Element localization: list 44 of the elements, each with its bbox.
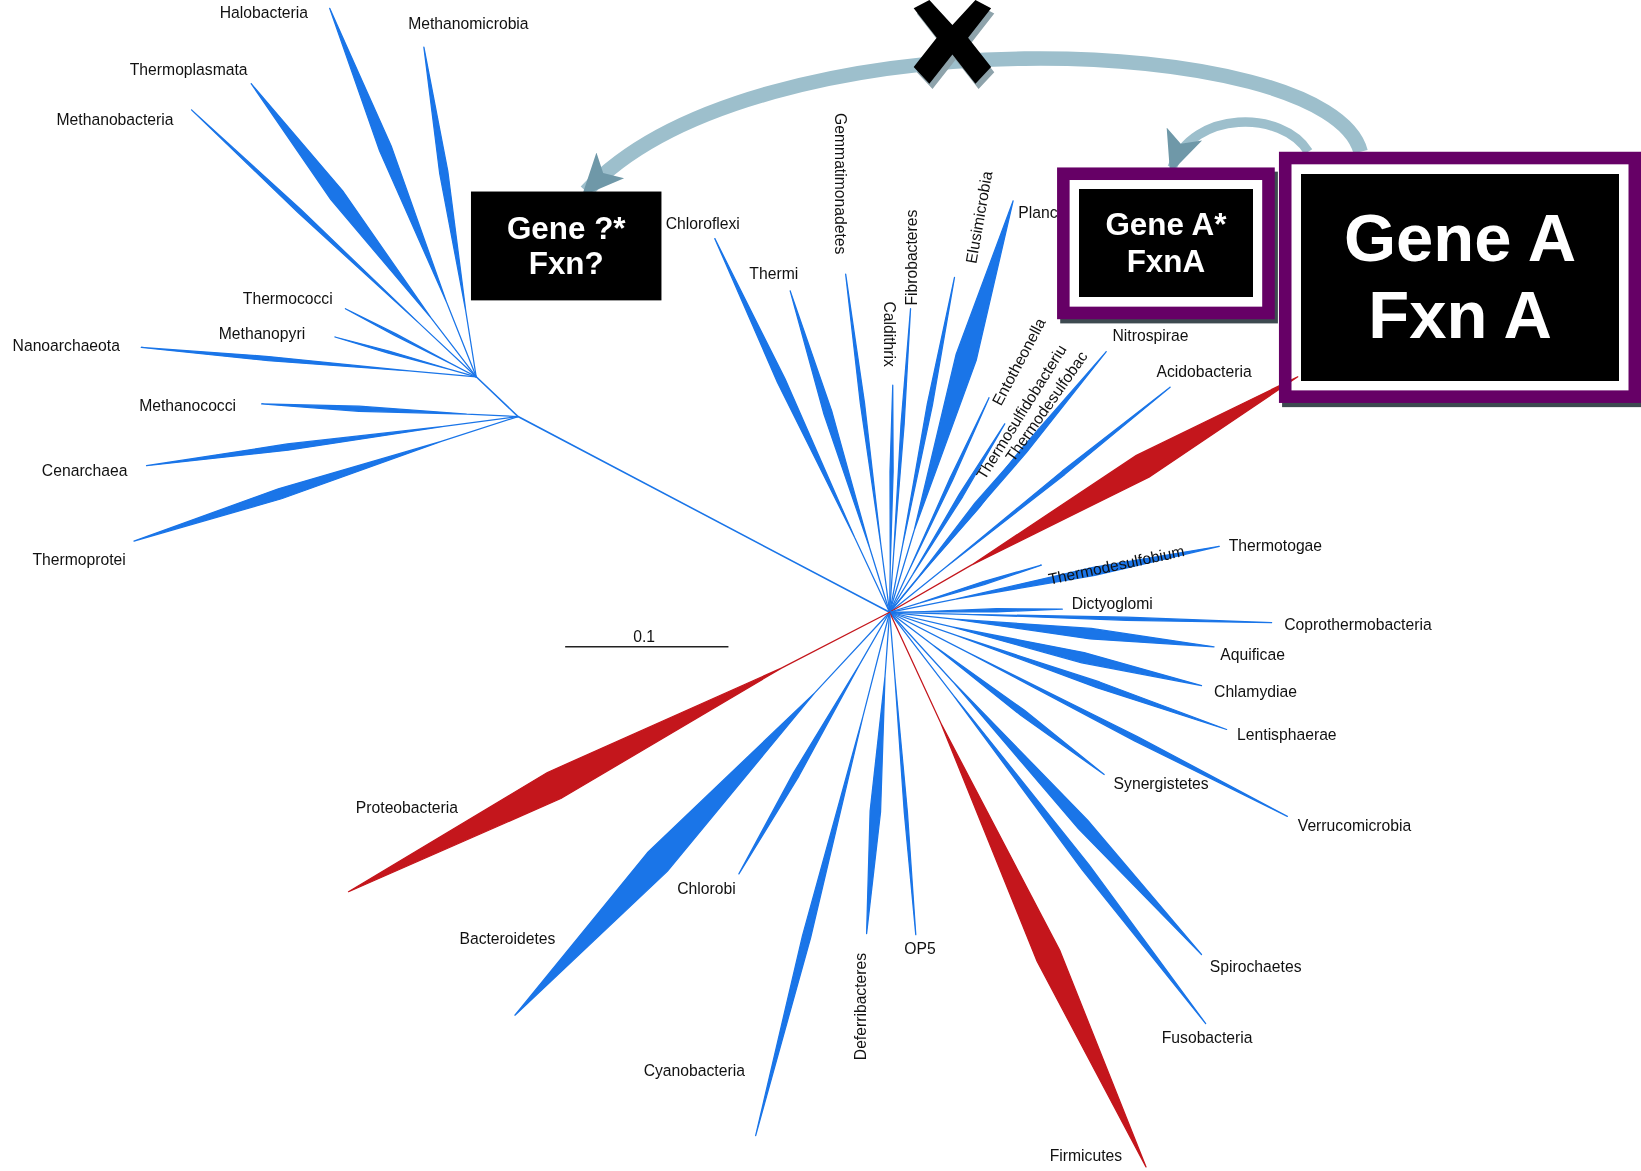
taxon-label: Thermococci (242, 288, 333, 308)
taxon-label: Fibrobacteres (902, 209, 921, 306)
taxon-label: Chlamydiae (1214, 682, 1297, 702)
taxon-label: Nitrospirae (1112, 326, 1189, 346)
taxon-label: Bacteroidetes (459, 929, 556, 949)
taxon-label: Thermoprotei (32, 550, 126, 570)
taxon-label: Deferribacteres (850, 952, 870, 1061)
taxon-label: Planc (1018, 203, 1058, 222)
gene-name: Gene A (1344, 200, 1576, 278)
taxon-label: Thermi (749, 264, 799, 284)
taxon-label: Thermoplasmata (129, 60, 248, 80)
taxon-label: Cyanobacteria (643, 1061, 745, 1081)
function-name: Fxn A (1368, 277, 1552, 355)
taxon-label: Fusobacteria (1161, 1028, 1253, 1048)
taxon-label: Nanoarchaeota (12, 335, 120, 355)
gene-name: Gene A* (1105, 207, 1227, 244)
taxon-label: Caldithrix (880, 301, 900, 367)
taxon-label: Methanomicrobia (408, 14, 529, 34)
gene-box (470, 191, 662, 301)
taxon-label: Coprothermobacteria (1284, 615, 1432, 635)
taxon-label: Aquificae (1220, 645, 1285, 665)
taxon-label: Dictyoglomi (1071, 594, 1153, 614)
taxon-label: Chloroflexi (665, 214, 740, 234)
taxon-label: Chlorobi (677, 879, 736, 898)
taxon-label: OP5 (904, 939, 936, 959)
taxon-label: Halobacteria (219, 3, 308, 22)
gene-name: Gene ?* (506, 209, 626, 246)
taxon-label: Proteobacteria (355, 798, 458, 818)
taxon-label: Cenarchaea (41, 461, 128, 481)
taxon-label: Synergistetes (1113, 774, 1209, 794)
taxon-label: Acidobacteria (1156, 362, 1252, 381)
taxon-label: Spirochaetes (1209, 957, 1302, 977)
taxon-label: Lentisphaerae (1237, 725, 1337, 745)
taxon-label: Methanobacteria (56, 109, 174, 129)
taxon-label: Firmicutes (1049, 1146, 1123, 1165)
taxon-label: Methanococci (139, 396, 237, 416)
taxon-label: Gemmatimonadetes (831, 113, 850, 255)
gene-box (1057, 167, 1275, 320)
taxon-label: Thermotogae (1228, 535, 1323, 555)
function-name: Fxn? (528, 245, 604, 283)
function-name: FxnA (1126, 243, 1206, 280)
scale-label: 0.1 (633, 626, 655, 646)
taxon-label: Methanopyri (218, 324, 306, 344)
taxon-label: Verrucomicrobia (1297, 816, 1412, 836)
